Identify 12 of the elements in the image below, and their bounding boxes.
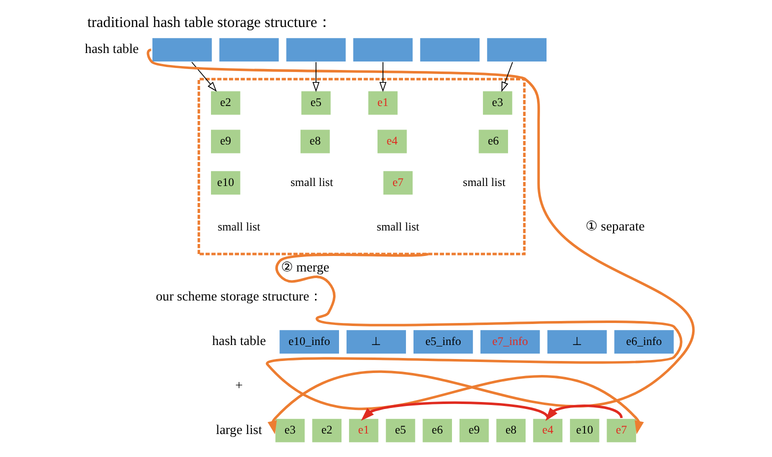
node-label: small list — [462, 176, 506, 189]
node-label: small list — [218, 220, 260, 234]
label: our scheme storage structure： — [156, 288, 322, 304]
edge-label: ① separate — [586, 218, 645, 234]
label: large list — [216, 422, 262, 437]
node-label: small list — [376, 220, 420, 234]
label: hash table — [212, 333, 266, 348]
label: hash table — [84, 41, 139, 56]
diagram-title: traditional hash table storage structure： — [87, 14, 332, 31]
edge-label: ② merge — [280, 259, 330, 274]
node-label: small list — [290, 176, 334, 189]
label: + — [235, 377, 243, 392]
